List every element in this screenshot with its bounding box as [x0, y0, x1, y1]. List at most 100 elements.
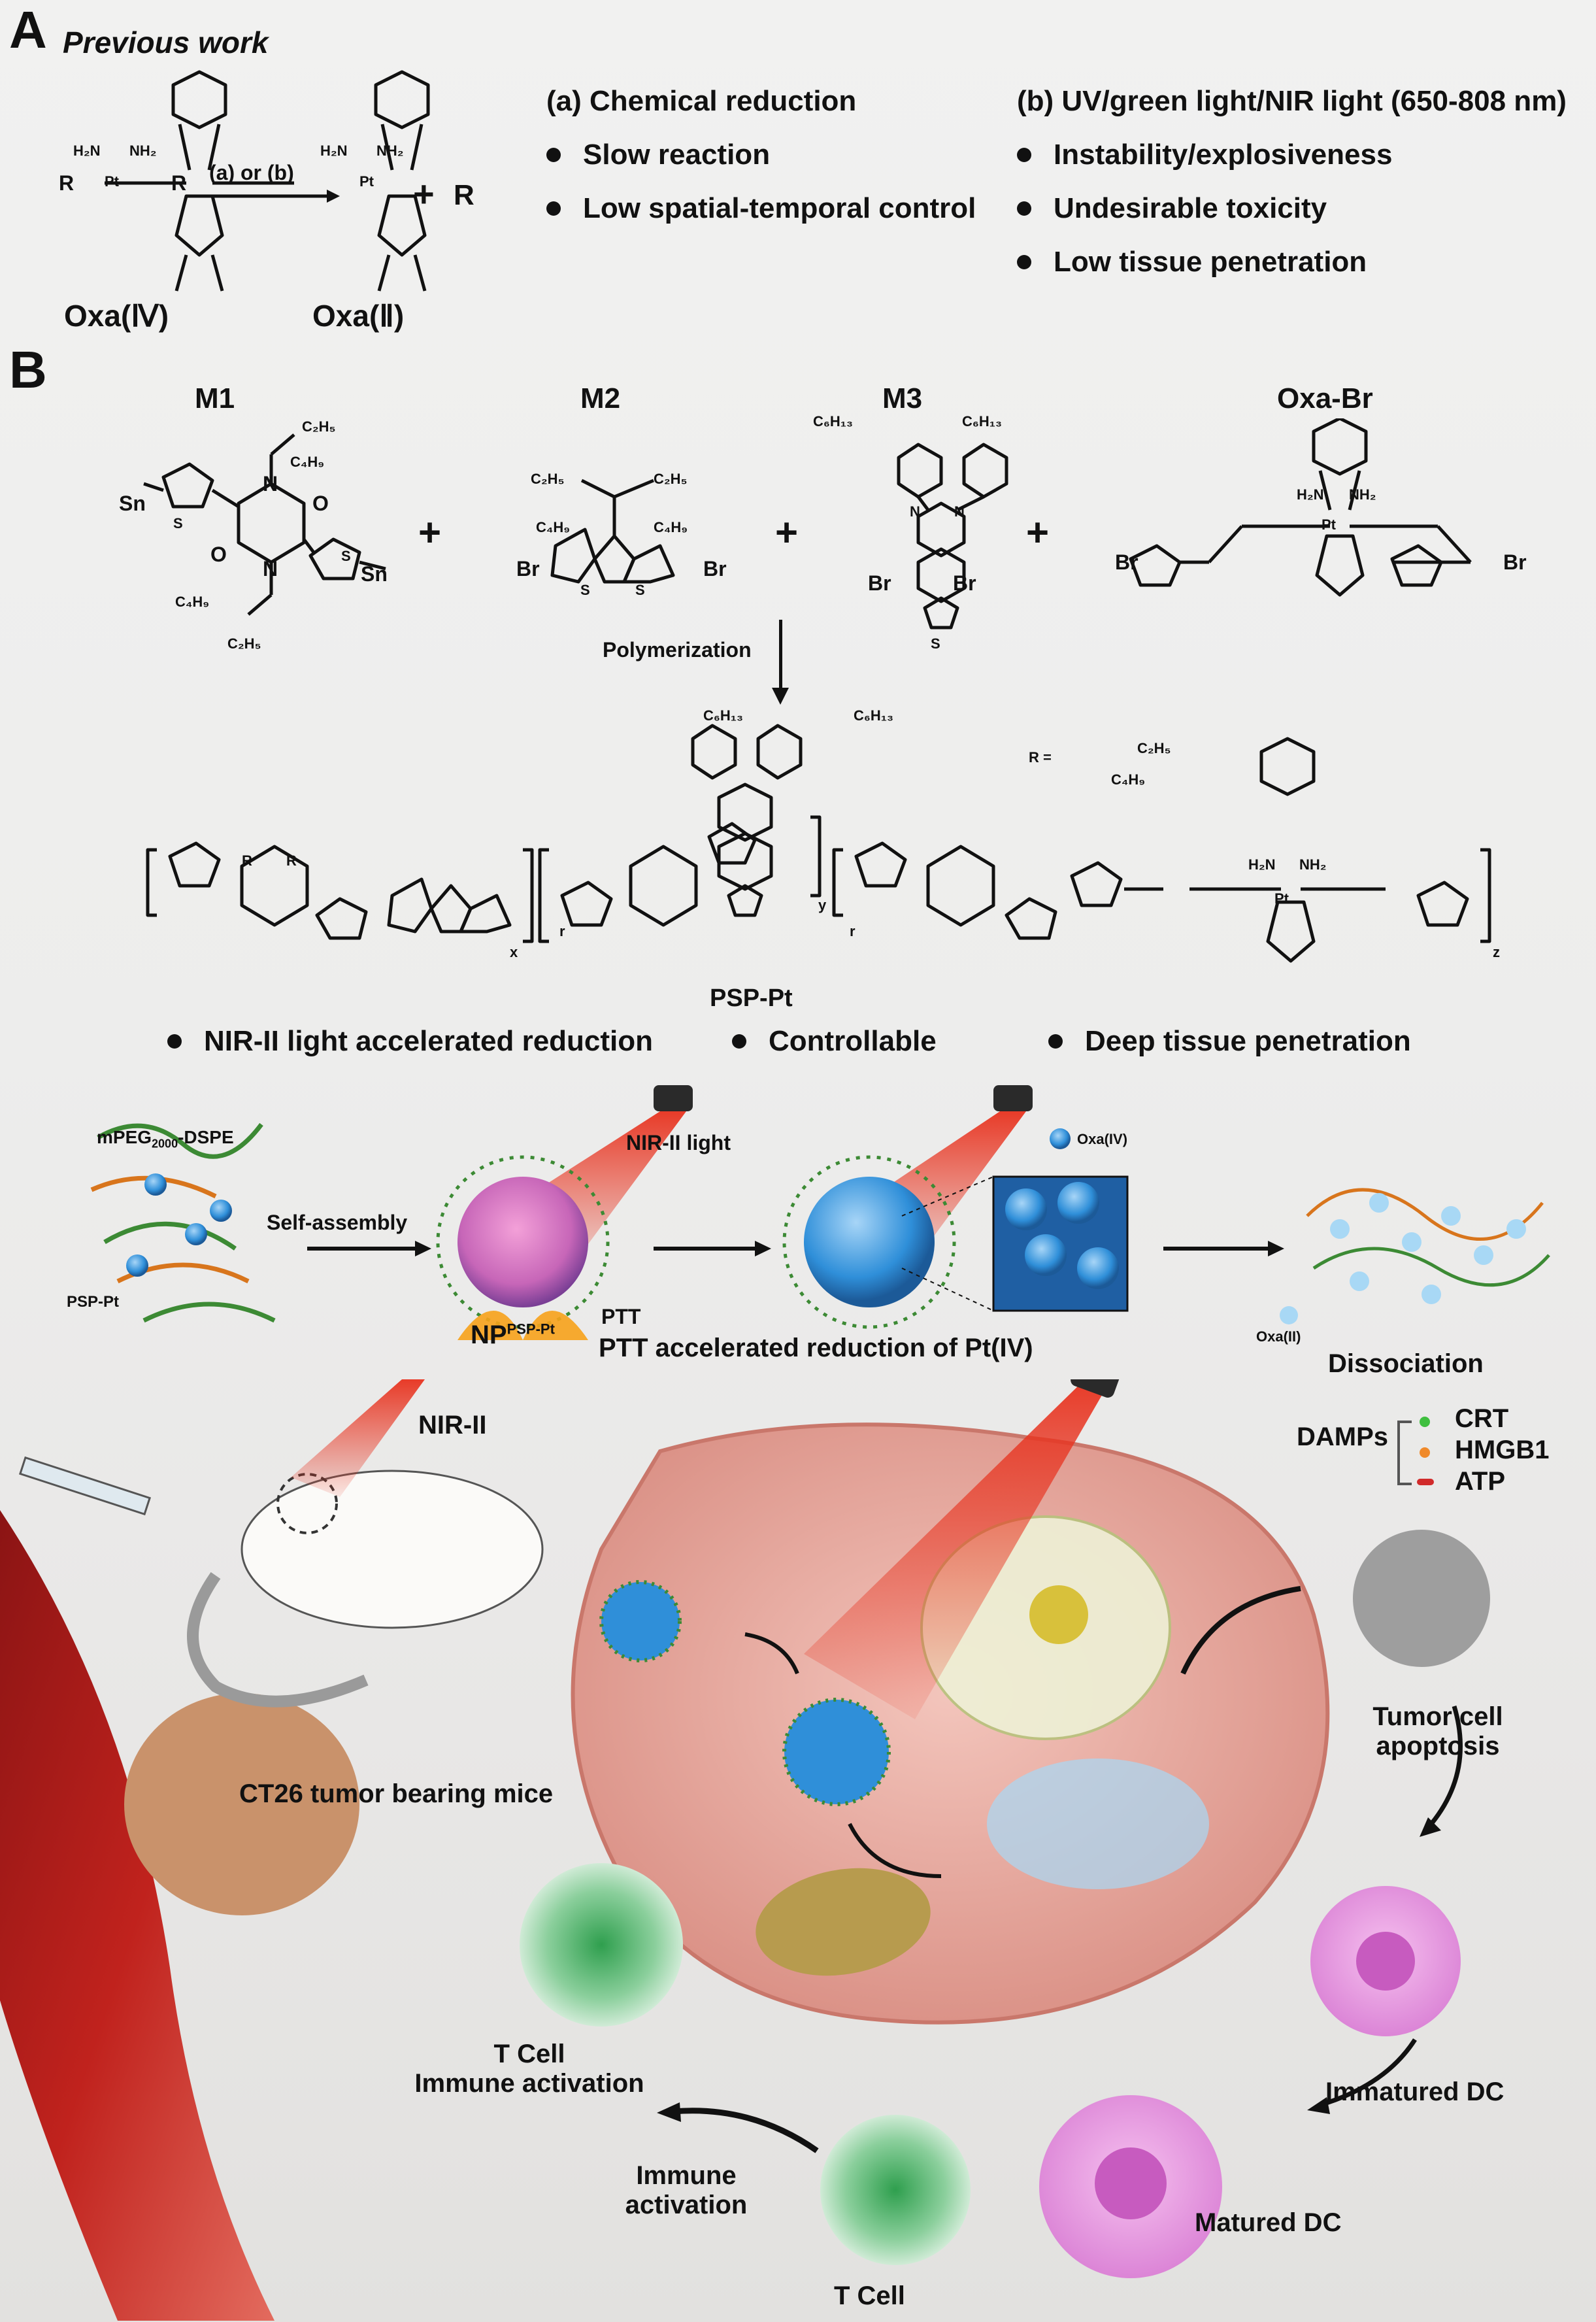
r-definition-c2h5: C₂H₅ — [1137, 740, 1171, 756]
oxa-ii-pt: Pt — [359, 173, 374, 190]
panel-a-letter: A — [9, 1, 47, 59]
method-a-heading: (a) Chemical reduction — [546, 85, 857, 117]
monomer-m2-name: M2 — [580, 382, 621, 414]
method-b-point: Undesirable toxicity — [1017, 192, 1327, 225]
m2-s-right: S — [635, 582, 645, 598]
m2-structure — [550, 479, 675, 584]
oxa-iv-r-left: R — [59, 171, 75, 195]
r-definition: R = — [1029, 749, 1052, 766]
oxa-ii-label: Oxa(Ⅱ) — [312, 299, 405, 333]
oxa-iv-nh2: NH₂ — [129, 143, 157, 159]
m3-br-right: Br — [953, 571, 976, 595]
m1-c2h5-top: C₂H₅ — [302, 418, 336, 435]
t-cell-label: T Cell — [834, 2281, 905, 2310]
m3-structure — [897, 443, 1008, 630]
m2-c2h5-left: C₂H₅ — [531, 471, 565, 487]
feature-point: Controllable — [732, 1025, 937, 1058]
polymer-c6h13-right: C₆H₁₃ — [854, 707, 894, 724]
m1-sn-right: Sn — [361, 562, 388, 586]
ptt-reduction-label: PTT accelerated reduction of Pt(IV) — [599, 1334, 1033, 1362]
polymer-r-2: R — [286, 852, 297, 869]
polymer-sub-x: x — [510, 944, 518, 960]
plus-sign-1: + — [418, 511, 442, 554]
oxa-br-nh2: NH₂ — [1349, 486, 1376, 503]
immatured-dc-label: Immatured DC — [1325, 2078, 1505, 2106]
m1-s-right: S — [341, 548, 351, 564]
m2-s-left: S — [580, 582, 590, 598]
method-b-point: Low tissue penetration — [1017, 246, 1367, 278]
plus-sign-2: + — [775, 511, 799, 554]
monomer-m3-name: M3 — [882, 382, 923, 414]
m2-c2h5-right: C₂H₅ — [654, 471, 688, 487]
oxa-br-h2n: H₂N — [1297, 486, 1324, 503]
polymerization-label: Polymerization — [603, 638, 752, 662]
product-plus-sign: + — [413, 173, 435, 214]
matured-dc-label: Matured DC — [1195, 2208, 1342, 2237]
m1-n-bottom: N — [263, 557, 278, 580]
m3-n-right: N — [954, 503, 965, 520]
m1-c2h5-bottom: C₂H₅ — [227, 635, 261, 652]
product-r: R — [454, 179, 474, 211]
m2-c4h9-left: C₄H₉ — [536, 519, 571, 535]
m1-structure — [143, 433, 386, 616]
m2-c4h9-right: C₄H₉ — [654, 519, 688, 535]
monomer-oxa-br-name: Oxa-Br — [1277, 382, 1373, 414]
oxa-ii-legend: Oxa(II) — [1256, 1328, 1301, 1345]
oxa-br-br-left: Br — [1115, 550, 1139, 574]
damp-crt: CRT — [1455, 1404, 1509, 1433]
ptt-label: PTT — [601, 1305, 641, 1328]
self-assembly-label: Self-assembly — [267, 1211, 408, 1234]
polymerization-arrow-head — [772, 688, 789, 705]
psp-pt-chain-label: PSP-Pt — [67, 1293, 120, 1311]
np-psp-pt-label: NPPSP-Pt — [471, 1321, 555, 1349]
m3-s: S — [931, 635, 940, 652]
polymerization-arrow-shaft — [779, 620, 782, 692]
polymer-sub-r-2: r — [850, 923, 856, 939]
m1-s-left: S — [173, 515, 183, 531]
polymer-pt: Pt — [1274, 890, 1289, 907]
oxa-ii-h2n: H₂N — [320, 143, 348, 159]
polymer-h2n: H₂N — [1248, 856, 1276, 873]
oxa-iv-pt: Pt — [105, 173, 119, 190]
feature-point: NIR-II light accelerated reduction — [167, 1025, 653, 1058]
mpeg-label: mPEG2000-DSPE — [97, 1127, 234, 1151]
polymer-nh2: NH₂ — [1299, 856, 1327, 873]
damp-hmgb1: HMGB1 — [1455, 1436, 1550, 1464]
m3-br-left: Br — [868, 571, 891, 595]
m1-c4h9-top: C₄H₉ — [290, 454, 325, 470]
polymer-r-1: R — [242, 852, 252, 869]
m1-c4h9-bottom: C₄H₉ — [175, 594, 210, 610]
panel-b-letter: B — [9, 341, 47, 399]
oxa-br-pt: Pt — [1322, 516, 1336, 533]
m1-n-top: N — [263, 472, 278, 496]
mice-label: CT26 tumor bearing mice — [239, 1779, 554, 1808]
oxa-ii-structure — [374, 70, 430, 292]
m1-o-bottom: O — [210, 543, 227, 566]
method-b-point: Instability/explosiveness — [1017, 139, 1392, 171]
oxa-br-br-right: Br — [1503, 550, 1527, 574]
biology-illustration — [0, 1379, 1490, 2321]
oxaliplatin-reaction-scheme — [105, 70, 430, 292]
reaction-arrow-label: (a) or (b) — [209, 161, 294, 184]
polymer-c6h13-left: C₆H₁₃ — [703, 707, 744, 724]
polymer-sub-y: y — [818, 897, 827, 913]
oxa-iv-label: Oxa(Ⅳ) — [64, 299, 169, 333]
nir-light-label: NIR-II light — [626, 1131, 731, 1154]
free-chains — [90, 1122, 276, 1323]
m1-o-top: O — [312, 492, 329, 515]
oxa-br-structure — [1129, 418, 1472, 597]
oxa-iv-h2n: H₂N — [73, 143, 101, 159]
assembly-illustration — [90, 1085, 1550, 1340]
method-a-point: Low spatial-temporal control — [546, 192, 976, 225]
polymer-sub-r-1: r — [559, 923, 565, 939]
panel-a-subtitle: Previous work — [63, 25, 269, 59]
m2-br-left: Br — [516, 557, 540, 580]
method-a-point: Slow reaction — [546, 139, 770, 171]
m1-sn-left: Sn — [119, 492, 146, 515]
polymer-sub-z: z — [1493, 944, 1500, 960]
damps-label: DAMPs — [1297, 1422, 1389, 1451]
m2-br-right: Br — [703, 557, 727, 580]
